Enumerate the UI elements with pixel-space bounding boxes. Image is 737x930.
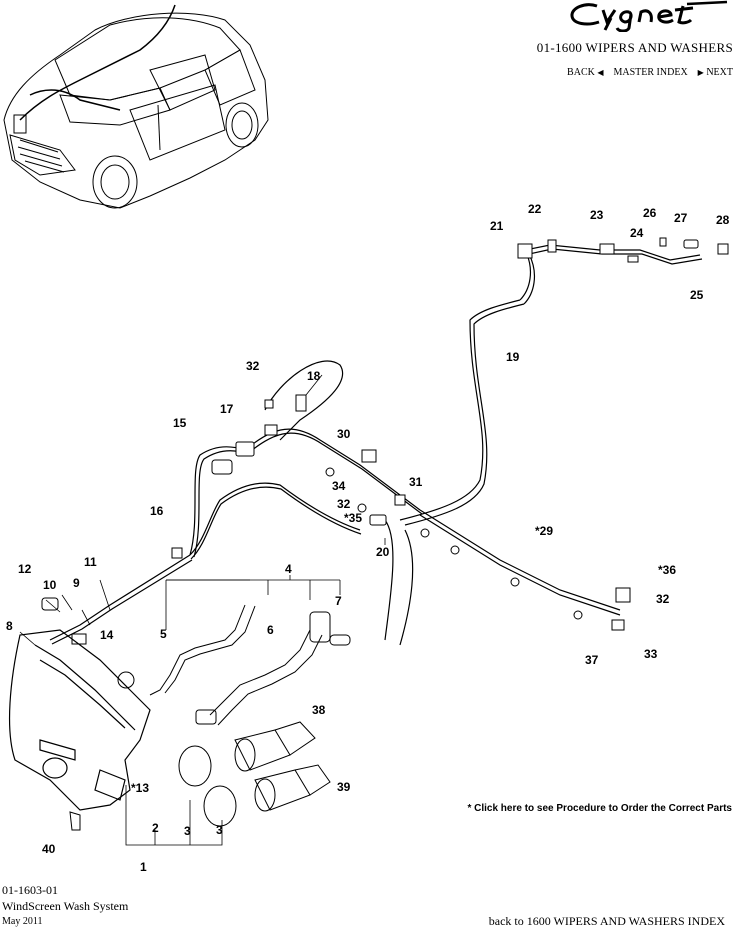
callout-28: 28 (716, 213, 730, 227)
washer-reservoir (8, 629, 151, 811)
callout-9: 9 (73, 576, 80, 590)
callout-37: 37 (585, 653, 599, 667)
triangle-left-icon: ◀ (597, 68, 604, 77)
callout-3a: 3 (184, 824, 191, 838)
diagram-name: WindScreen Wash System (2, 899, 129, 913)
callout-20: 20 (376, 545, 390, 559)
callout-40: 40 (42, 842, 56, 856)
callout-32c: 32 (656, 592, 670, 606)
callout-36: *36 (658, 563, 676, 577)
callout-39: 39 (337, 780, 351, 794)
triangle-right-icon: ▶ (697, 68, 704, 77)
callout-26: 26 (643, 206, 657, 220)
pump-hoses (149, 604, 331, 827)
callout-22: 22 (528, 202, 542, 216)
callout-13: *13 (131, 781, 149, 795)
callout-35: *35 (344, 511, 362, 525)
callout-19: 19 (506, 350, 520, 364)
callout-24: 24 (630, 226, 644, 240)
callout-29: *29 (535, 524, 553, 538)
back-to-index-link[interactable]: back to 1600 WIPERS AND WASHERS INDEX (488, 914, 725, 928)
diagram-code: 01-1603-01 (2, 883, 58, 897)
callout-30: 30 (337, 427, 351, 441)
callout-38: 38 (312, 703, 326, 717)
back-link[interactable]: BACK ◀ (567, 67, 603, 78)
callouts: 1 2 3 3 4 5 6 7 8 9 10 11 12 *13 14 15 1… (6, 202, 730, 874)
callout-21: 21 (490, 219, 504, 233)
callout-12: 12 (18, 562, 32, 576)
next-link[interactable]: ▶ NEXT (698, 67, 733, 78)
callout-18: 18 (307, 369, 321, 383)
callout-33: 33 (644, 647, 658, 661)
order-procedure-link[interactable]: * Click here to see Procedure to Order t… (467, 803, 732, 814)
callout-10: 10 (43, 578, 57, 592)
brand-logo (567, 0, 733, 37)
callout-2: 2 (152, 821, 159, 835)
callout-27: 27 (674, 211, 688, 225)
car-illustration (3, 4, 269, 209)
callout-15: 15 (173, 416, 187, 430)
callout-32b: 32 (337, 497, 351, 511)
callout-7: 7 (335, 594, 342, 608)
callout-14: 14 (100, 628, 114, 642)
hose-routing (49, 244, 703, 646)
callout-17: 17 (220, 402, 234, 416)
leader-lines (19, 374, 386, 846)
brand-logo-mark (570, 0, 728, 33)
callout-3b: 3 (216, 823, 223, 837)
callout-32a: 32 (246, 359, 260, 373)
callout-1: 1 (140, 860, 147, 874)
callout-6: 6 (267, 623, 274, 637)
callout-4: 4 (285, 562, 292, 576)
callout-5: 5 (160, 627, 167, 641)
callout-8: 8 (6, 619, 13, 633)
navigation-bar: BACK ◀ MASTER INDEX ▶ NEXT (567, 67, 733, 78)
diagram-date: May 2011 (2, 916, 43, 927)
callout-25: 25 (690, 288, 704, 302)
callout-11: 11 (84, 555, 97, 569)
master-index-link[interactable]: MASTER INDEX (613, 67, 688, 78)
callout-31: 31 (409, 475, 423, 489)
page-title: 01-1600 WIPERS AND WASHERS (536, 40, 733, 55)
fittings (41, 237, 729, 831)
callout-23: 23 (590, 208, 604, 222)
callout-34: 34 (332, 479, 346, 493)
callout-16: 16 (150, 504, 164, 518)
next-label: NEXT (706, 67, 733, 78)
back-label: BACK (567, 67, 595, 78)
